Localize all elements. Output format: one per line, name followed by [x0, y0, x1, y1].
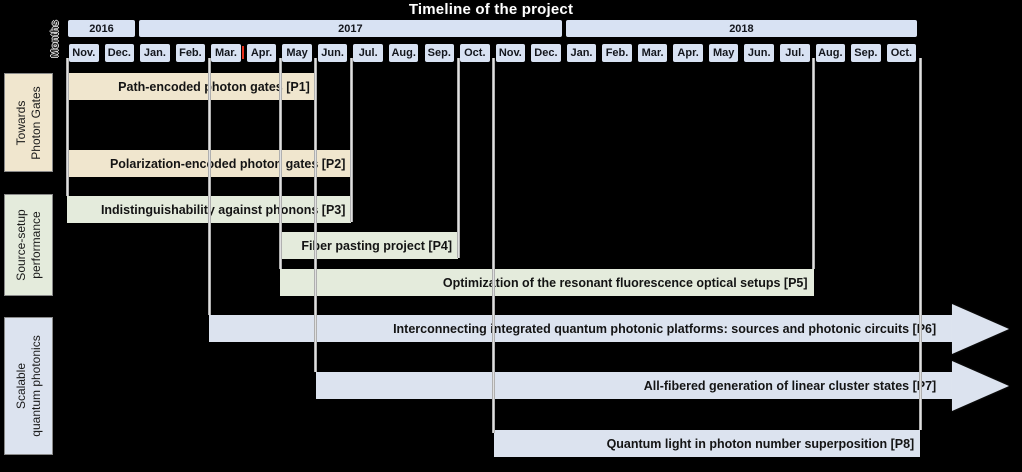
- month-cell: Aug.: [815, 44, 846, 62]
- gantt-bar-p8: Quantum light in photon number superposi…: [493, 430, 921, 457]
- month-cell: Dec.: [531, 44, 561, 62]
- month-cell: Mar.: [637, 44, 668, 62]
- month-cell: Oct.: [460, 44, 490, 62]
- month-cell: Jul.: [353, 44, 383, 62]
- chart-title: Timeline of the project: [408, 1, 574, 18]
- month-cell: Jun.: [317, 44, 348, 62]
- months-axis-label: Months: [45, 14, 65, 64]
- gantt-bar-p5: Optimization of the resonant fluorescenc…: [280, 269, 814, 296]
- month-cell: Jan.: [566, 44, 597, 62]
- month-cell: Sep.: [851, 44, 881, 62]
- month-cell: Feb.: [175, 44, 206, 62]
- month-cell: Oct.: [886, 44, 917, 62]
- year-band-2016: 2016: [68, 20, 136, 37]
- milestone-gridline: [456, 58, 460, 258]
- arrow-right-icon: [952, 303, 1010, 354]
- milestone-gridline: [278, 58, 282, 269]
- gantt-bar-p7: All-fibered generation of linear cluster…: [315, 360, 1010, 411]
- month-cell: Aug.: [388, 44, 419, 62]
- month-cell: Feb.: [602, 44, 632, 62]
- bar-label: Fiber pasting project [P4]: [301, 238, 453, 253]
- milestone-gridline: [918, 58, 922, 430]
- milestone-gridline: [349, 58, 353, 222]
- month-cell: Nov.: [495, 44, 526, 62]
- month-cell: Sep.: [424, 44, 455, 62]
- bar-label: Quantum light in photon number superposi…: [606, 436, 915, 451]
- red-marker-tick: [242, 46, 244, 59]
- milestone-gridline: [207, 58, 211, 315]
- gantt-bar-p4: Fiber pasting project [P4]: [280, 232, 459, 259]
- month-cell: Nov.: [69, 44, 99, 62]
- month-cell: Mar.: [211, 44, 241, 62]
- bar-label: Optimization of the resonant fluorescenc…: [442, 275, 808, 290]
- milestone-gridline: [492, 58, 496, 433]
- month-cell: Jun.: [744, 44, 774, 62]
- month-cell: Dec.: [104, 44, 135, 62]
- months-axis-label-text: Months: [49, 20, 61, 58]
- gantt-bar-p1: Path-encoded photon gates [P1]: [67, 73, 316, 100]
- month-cell: May: [708, 44, 739, 62]
- bar-label: All-fibered generation of linear cluster…: [643, 378, 937, 393]
- bar-label: Polarization-encoded photon gates [P2]: [109, 156, 346, 171]
- month-cell: May: [282, 44, 312, 62]
- year-band-2018: 2018: [565, 20, 918, 37]
- month-cell: Jan.: [140, 44, 170, 62]
- milestone-gridline: [812, 58, 816, 269]
- month-cell: Apr.: [246, 44, 277, 62]
- bar-label: Indistinguishability against phonons [P3…: [100, 202, 346, 217]
- gantt-bar-p6: Interconnecting integrated quantum photo…: [209, 303, 1010, 354]
- month-cell: Apr.: [673, 44, 703, 62]
- month-cell: Jul.: [780, 44, 810, 62]
- year-band-2017: 2017: [139, 20, 562, 37]
- arrow-right-icon: [952, 360, 1010, 411]
- milestone-gridline: [314, 58, 318, 372]
- bar-label: Path-encoded photon gates [P1]: [118, 79, 310, 94]
- bar-label: Interconnecting integrated quantum photo…: [393, 321, 937, 336]
- milestone-gridline: [65, 58, 69, 196]
